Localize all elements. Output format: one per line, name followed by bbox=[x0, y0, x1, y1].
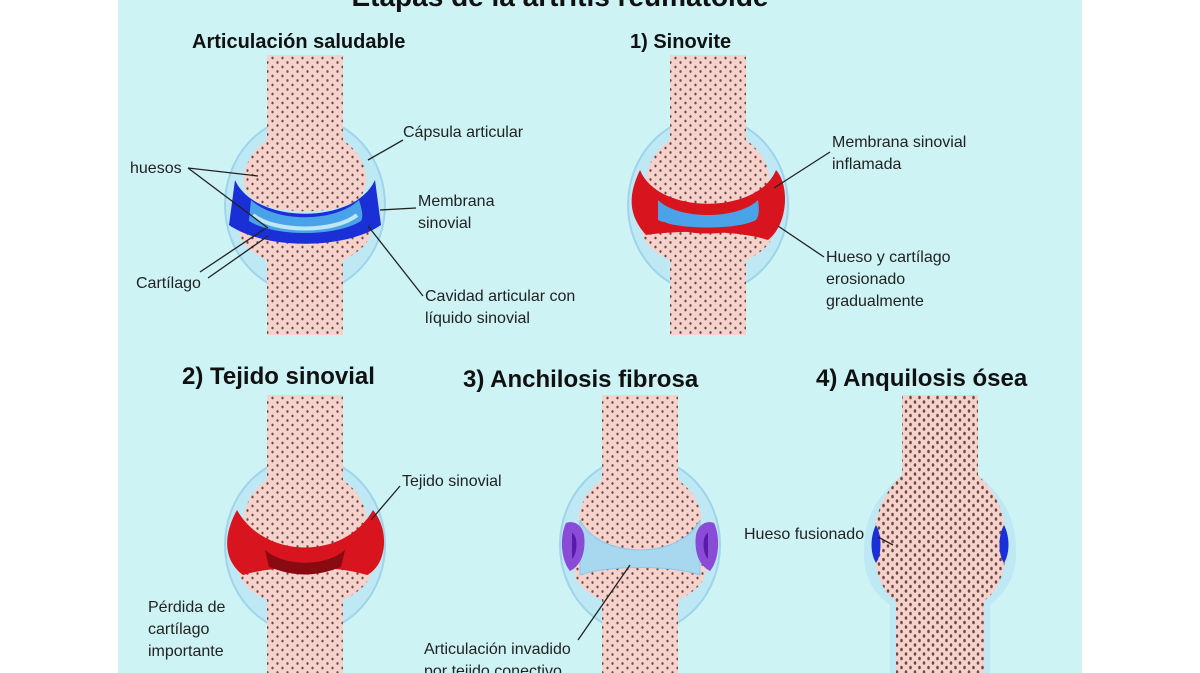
pannus-title: 2) Tejido sinovial bbox=[182, 363, 375, 390]
synovitis-label-erosion-1: Hueso y cartílago bbox=[826, 249, 951, 266]
healthy-label-bones: huesos bbox=[130, 160, 182, 177]
healthy-label-cavity-1: Cavidad articular con bbox=[425, 288, 575, 305]
bony-joint bbox=[863, 395, 1017, 673]
pannus-label-tissue: Tejido sinovial bbox=[402, 473, 502, 490]
healthy-label-cavity-2: líquido sinovial bbox=[425, 310, 530, 327]
diagram-panel: Etapas de la artritis reumatoide Articul… bbox=[118, 0, 1082, 673]
fibrous-label-invaded-2: por tejido conectivo bbox=[424, 663, 562, 673]
fibrous-label-invaded-1: Articulación invadido bbox=[424, 641, 571, 658]
synovitis-label-erosion-3: gradualmente bbox=[826, 293, 924, 310]
pannus-label-loss-1: Pérdida de bbox=[148, 599, 225, 616]
healthy-label-cartilage: Cartílago bbox=[136, 275, 201, 292]
pannus-label-loss-2: cartílago bbox=[148, 621, 209, 638]
synovitis-joint bbox=[627, 55, 789, 335]
bony-title: 4) Anquilosis ósea bbox=[816, 365, 1028, 392]
healthy-joint bbox=[224, 55, 386, 335]
healthy-title: Articulación saludable bbox=[192, 31, 405, 53]
synovitis-label-membrane-2: inflamada bbox=[832, 156, 901, 173]
fibrous-title: 3) Anchilosis fibrosa bbox=[463, 366, 699, 393]
fibrous-joint bbox=[559, 395, 721, 673]
healthy-label-membrane-2: sinovial bbox=[418, 215, 471, 232]
healthy-label-capsule: Cápsula articular bbox=[403, 124, 524, 141]
rheumatoid-arthritis-diagram: Etapas de la artritis reumatoide Articul… bbox=[130, 0, 1028, 673]
bony-label-fused: Hueso fusionado bbox=[744, 526, 864, 543]
synovitis-label-erosion-2: erosionado bbox=[826, 271, 905, 288]
synovitis-label-membrane-1: Membrana sinovial bbox=[832, 134, 966, 151]
healthy-label-membrane-1: Membrana bbox=[418, 193, 495, 210]
synovitis-title: 1) Sinovite bbox=[630, 31, 731, 53]
pannus-joint bbox=[224, 395, 386, 673]
pannus-label-loss-3: importante bbox=[148, 643, 224, 660]
main-title: Etapas de la artritis reumatoide bbox=[351, 0, 768, 12]
